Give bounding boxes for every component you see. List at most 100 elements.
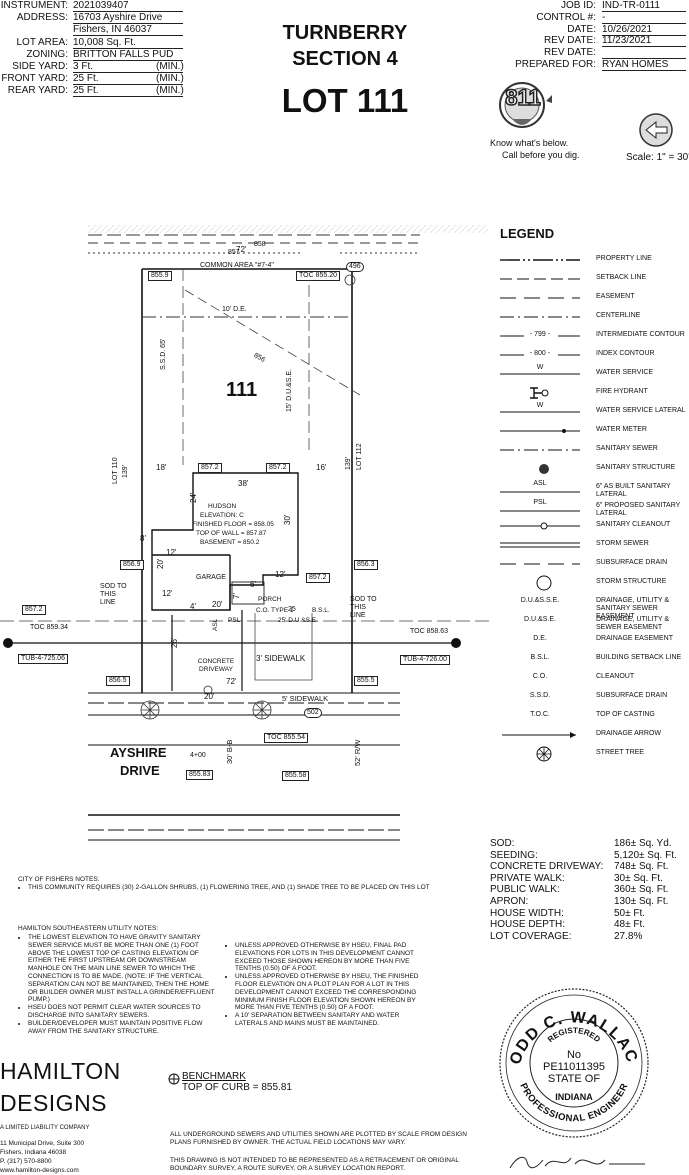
legend-text: SETBACK LINE bbox=[596, 274, 647, 281]
plan-label-dim-4: 4' bbox=[190, 602, 196, 611]
legend-symbol bbox=[498, 289, 582, 307]
legend-symbol-text: W bbox=[536, 402, 544, 409]
legend-symbol-graphic bbox=[500, 510, 580, 512]
engineer-signature bbox=[509, 1156, 645, 1169]
hse-notes-left: THE LOWEST ELEVATION TO HAVE GRAVITY SAN… bbox=[18, 934, 218, 1035]
plan-label-dim-38: 38' bbox=[238, 479, 249, 488]
city-notes-title: CITY OF FISHERS NOTES: bbox=[18, 876, 100, 883]
plan-label-rw: 52' R/W bbox=[353, 739, 362, 766]
legend-text: SANITARY CLEANOUT bbox=[596, 521, 671, 528]
plan-label-house-elev: ELEVATION: C bbox=[200, 512, 244, 519]
plan-label-elev-856-5: 856.5 bbox=[106, 676, 130, 686]
plan-label-elev-857-2d: 857.2 bbox=[22, 605, 46, 615]
legend-symbol-graphic bbox=[536, 575, 552, 591]
legend-symbol-graphic bbox=[502, 732, 576, 738]
plan-label-tub-left: TUB-4-725.06 bbox=[18, 654, 68, 664]
plan-label-ssd-65: S.S.D. 65' bbox=[160, 338, 167, 370]
header-right-label: REV DATE: bbox=[543, 47, 596, 59]
legend-symbol-graphic bbox=[500, 563, 580, 565]
plan-label-house-tow: TOP OF WALL = 857.87 bbox=[196, 530, 267, 537]
quantity-label: LOT COVERAGE: bbox=[490, 930, 572, 942]
plan-label-dim-12b: 12' bbox=[162, 589, 173, 598]
header-right-value: - bbox=[602, 12, 686, 24]
legend-symbol-graphic bbox=[500, 316, 580, 318]
legend-text: SUBSURFACE DRAIN bbox=[596, 559, 668, 566]
plan-label-elev-855-58: 855.58 bbox=[282, 771, 310, 781]
legend-text: DRAINAGE, UTILITY & SEWER EASEMENT bbox=[596, 616, 669, 631]
city-note-item: THIS COMMUNITY REQUIRES (30) 2-GALLON SH… bbox=[28, 884, 438, 892]
header-left-row: ADDRESS:16703 Ayshire Drive bbox=[0, 12, 200, 25]
plan-label-house-bsmt: BASEMENT = 850.2 bbox=[200, 539, 260, 546]
site-plan-drawing bbox=[0, 225, 490, 841]
header-left-label: FRONT YARD: bbox=[1, 73, 68, 85]
plan-label-dim-30: 30' bbox=[283, 514, 292, 525]
company-address-1: 11 Municipal Drive, Suite 300 bbox=[0, 1140, 85, 1147]
company-website: www.hamilton-designs.com bbox=[0, 1167, 79, 1174]
legend-text: STORM STRUCTURE bbox=[596, 578, 667, 585]
legend-text: 6" AS BUILT SANITARY LATERAL bbox=[596, 483, 671, 498]
quantity-value: 5,120± Sq. Ft. bbox=[614, 849, 677, 861]
plan-label-dim-24: 24' bbox=[189, 492, 198, 503]
legend-contour-label: - 799 - bbox=[527, 331, 553, 338]
quantity-label: SEEDING: bbox=[490, 849, 538, 861]
legend-symbol-graphic bbox=[500, 297, 580, 299]
legend-symbol bbox=[498, 422, 582, 440]
plan-label-dim-26: 26' bbox=[170, 637, 179, 648]
legend-text: PROPERTY LINE bbox=[596, 255, 652, 262]
plan-label-co-type: C.O. TYPE 1 bbox=[256, 607, 294, 614]
legend-symbol-text: - 800 - bbox=[498, 350, 582, 357]
legend-row: WATER METER bbox=[494, 422, 689, 440]
legend-text: WATER SERVICE bbox=[596, 369, 654, 376]
title-line-1: TURNBERRY bbox=[282, 22, 408, 44]
legend-symbol bbox=[498, 574, 582, 592]
header-right-row: JOB ID:IND-TR-0111 bbox=[470, 0, 689, 12]
legend-symbol: S.S.D. bbox=[498, 688, 582, 706]
legend-symbol-graphic bbox=[500, 429, 580, 433]
legend-symbol-text: B.S.L. bbox=[530, 654, 550, 661]
quantity-label: PRIVATE WALK: bbox=[490, 872, 565, 884]
hse-note-item: HSEU DOES NOT PERMIT CLEAR WATER SOURCES… bbox=[28, 1004, 218, 1020]
plan-label-elev-855-83: 855.83 bbox=[186, 770, 214, 780]
legend-symbol-text: PSL bbox=[533, 499, 547, 506]
header-left-value: 25 Ft. bbox=[73, 85, 183, 98]
plan-label-house-name: HUDSON bbox=[208, 503, 237, 510]
legend-symbol bbox=[498, 460, 582, 478]
plan-label-side-139a: 139' bbox=[122, 464, 129, 478]
legend-symbol: W bbox=[498, 402, 582, 421]
legend-text: STORM SEWER bbox=[596, 540, 649, 547]
hse-note-item: A 10' SEPARATION BETWEEN SANITARY AND WA… bbox=[235, 1012, 425, 1028]
header-left-label: INSTRUMENT: bbox=[0, 0, 68, 11]
plan-label-elev-857-2b: 857.2 bbox=[266, 463, 290, 473]
plan-label-elev-856-9: 856.9 bbox=[120, 560, 144, 570]
legend-symbol: C.O. bbox=[498, 669, 582, 687]
plan-label-toc-right: TOC 858.63 bbox=[410, 628, 449, 635]
legend-row: STORM STRUCTURE bbox=[494, 574, 689, 592]
badge-811-number: 811 bbox=[505, 84, 542, 111]
legend-row: D.U.&S.S.E.DRAINAGE, UTILITY & SANITARY … bbox=[494, 593, 689, 620]
plan-label-tag-502: 502 bbox=[304, 708, 322, 718]
legend-symbol-graphic bbox=[539, 464, 549, 474]
quantity-value: 30± Sq. Ft. bbox=[614, 872, 663, 884]
legend-symbol-graphic bbox=[500, 411, 580, 413]
legend-row: SANITARY STRUCTURE bbox=[494, 460, 689, 478]
plan-label-sidewalk-5: 5' SIDEWALK bbox=[282, 694, 329, 703]
legend-symbol-graphic bbox=[500, 373, 580, 375]
legend-symbol-text: D.U.&S.E. bbox=[524, 616, 556, 623]
legend-row: T.O.C.TOP OF CASTING bbox=[494, 707, 689, 725]
legend-row: STORM SEWER bbox=[494, 536, 689, 554]
engineer-seal: TODD C. WALLACE PROFESSIONAL ENGINEER RE… bbox=[497, 986, 649, 1138]
header-left-label: REAR YARD: bbox=[7, 85, 68, 97]
legend-symbol-text: S.S.D. bbox=[529, 692, 551, 699]
quantity-value: 48± Ft. bbox=[614, 919, 646, 931]
legend-symbol bbox=[498, 726, 582, 744]
legend-symbol: PSL bbox=[498, 498, 582, 516]
company-phone: P. (317) 570-8800 bbox=[0, 1158, 52, 1165]
badge-811-line2: Call before you dig. bbox=[502, 150, 580, 160]
hse-notes-right: UNLESS APPROVED OTHERWISE BY HSEU, FINAL… bbox=[225, 942, 425, 1028]
legend-symbol bbox=[498, 308, 582, 326]
legend-symbol-graphic bbox=[500, 449, 580, 451]
plan-label-sod-right: SOD TO THIS LINE bbox=[350, 596, 377, 619]
